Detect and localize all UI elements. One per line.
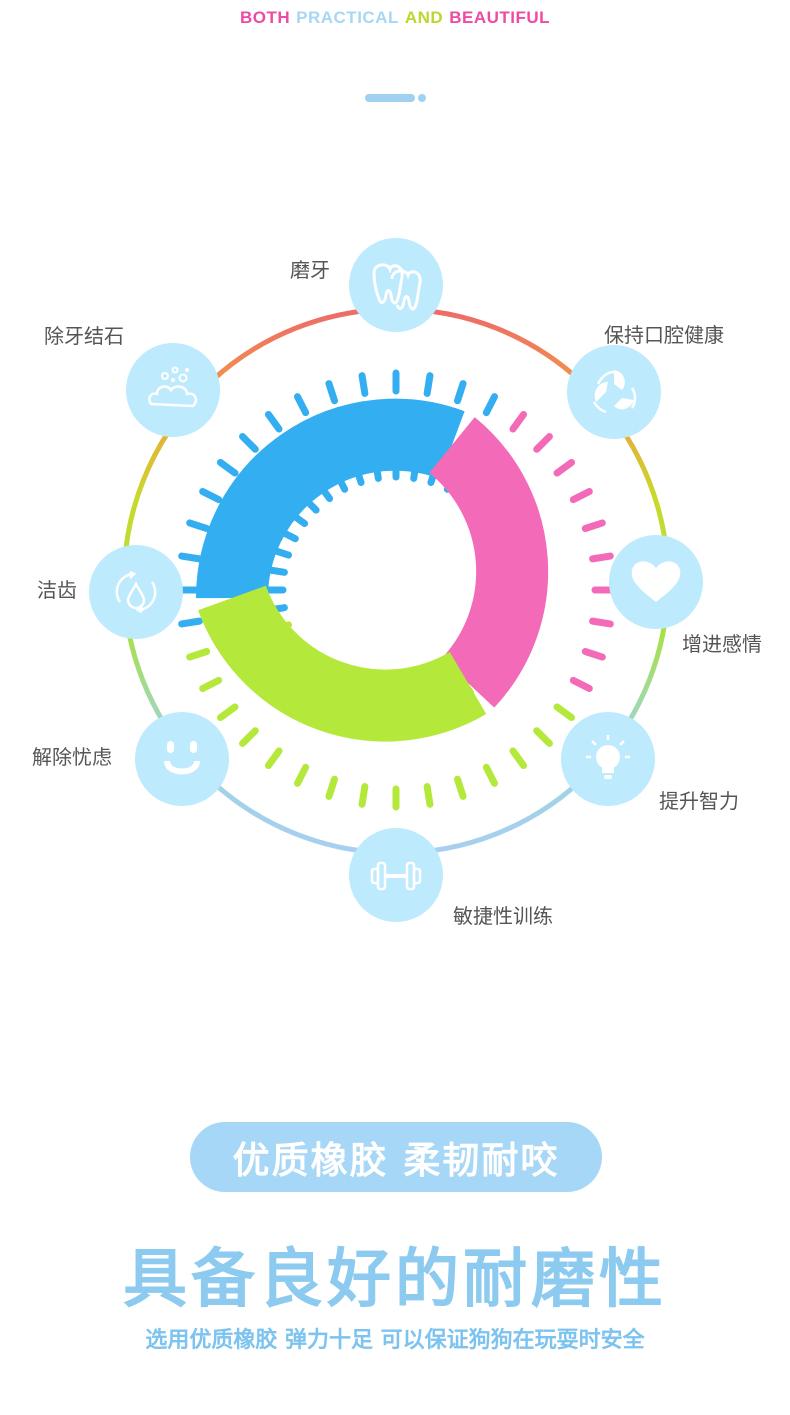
subline: 选用优质橡胶 弹力十足 可以保证狗狗在玩耍时安全 bbox=[145, 1328, 645, 1353]
foam-bubbles-icon bbox=[148, 366, 198, 408]
label-teeth: 磨牙 bbox=[290, 258, 330, 282]
toy-spike bbox=[581, 647, 606, 661]
toy-spike bbox=[199, 676, 223, 693]
toy-spike bbox=[264, 747, 283, 770]
toy-spike bbox=[293, 393, 310, 417]
divider-dash bbox=[365, 94, 415, 102]
toy-spike bbox=[239, 433, 259, 453]
toy-spike bbox=[509, 747, 528, 770]
divider-dot bbox=[418, 94, 426, 102]
toy-spike bbox=[186, 647, 211, 661]
toy-spike bbox=[325, 380, 339, 405]
feature-ring-illustration bbox=[121, 306, 671, 856]
toy-spike bbox=[482, 763, 499, 787]
toy-spike bbox=[186, 519, 211, 533]
banner-text: 优质橡胶 柔韧耐咬 bbox=[232, 1139, 560, 1182]
label-tartar-removal: 除牙结石 bbox=[44, 324, 124, 348]
toy-spike bbox=[271, 547, 293, 559]
toy-spike bbox=[423, 783, 434, 808]
teeth-icon bbox=[372, 263, 422, 311]
toy-spike bbox=[267, 566, 288, 576]
toy-spike bbox=[553, 703, 576, 722]
toy-spike bbox=[358, 372, 369, 397]
tagline-word-and: AND bbox=[404, 8, 444, 27]
node-intelligence bbox=[561, 712, 655, 806]
toy-segment-green bbox=[198, 584, 487, 742]
toy-spike bbox=[178, 617, 203, 628]
toy-spike bbox=[293, 763, 310, 787]
toy-spike bbox=[581, 519, 606, 533]
node-teeth bbox=[349, 238, 443, 332]
toy-spike bbox=[199, 487, 223, 504]
toy-spike bbox=[589, 617, 614, 628]
spiky-ring-toy bbox=[175, 369, 617, 811]
dumbbell-icon bbox=[370, 861, 422, 891]
toy-spike bbox=[569, 487, 593, 504]
quality-banner: 优质橡胶 柔韧耐咬 bbox=[190, 1122, 602, 1192]
water-drop-icon bbox=[115, 570, 157, 614]
toy-segment-blue bbox=[195, 398, 465, 599]
toy-spike bbox=[239, 727, 259, 747]
headline: 具备良好的耐磨性 bbox=[123, 1243, 667, 1317]
label-clean-teeth: 洁齿 bbox=[37, 578, 77, 602]
toy-spike bbox=[533, 433, 553, 453]
toy-spike bbox=[423, 372, 434, 397]
node-oral-health bbox=[567, 345, 661, 439]
node-affection bbox=[609, 535, 703, 629]
toy-spike bbox=[553, 458, 576, 477]
toy-spike bbox=[178, 552, 203, 563]
toy-spike bbox=[325, 775, 339, 800]
toy-spike bbox=[453, 775, 467, 800]
toy-spike bbox=[509, 410, 528, 433]
label-affection: 增进感情 bbox=[682, 632, 762, 656]
node-clean-teeth bbox=[89, 545, 183, 639]
label-oral-health: 保持口腔健康 bbox=[604, 323, 724, 347]
lightbulb-icon bbox=[586, 735, 630, 779]
toy-spike bbox=[453, 380, 467, 405]
tagline-word-both: BOTH bbox=[239, 8, 291, 27]
tagline: BOTH PRACTICAL AND BEAUTIFUL bbox=[0, 8, 790, 28]
label-intelligence: 提升智力 bbox=[659, 789, 739, 813]
tagline-word-practical: PRACTICAL bbox=[296, 8, 399, 27]
toy-segment-pink bbox=[428, 417, 549, 708]
toy-spike bbox=[589, 552, 614, 563]
tagline-word-beautiful: BEAUTIFUL bbox=[449, 8, 551, 27]
node-relieve-worry bbox=[135, 712, 229, 806]
toy-spike bbox=[216, 458, 239, 477]
label-relieve-worry: 解除忧虑 bbox=[32, 745, 112, 769]
heart-icon bbox=[631, 561, 681, 602]
toy-spike bbox=[569, 676, 593, 693]
toy-spike bbox=[533, 727, 553, 747]
node-agility bbox=[349, 828, 443, 922]
toy-spike bbox=[216, 703, 239, 722]
toy-spike bbox=[358, 783, 369, 808]
smile-icon bbox=[164, 741, 200, 775]
node-tartar-removal bbox=[126, 343, 220, 437]
toy-spike bbox=[264, 410, 283, 433]
toy-spike bbox=[482, 393, 499, 417]
leaf-cycle-icon bbox=[592, 370, 637, 414]
label-agility: 敏捷性训练 bbox=[453, 904, 553, 928]
